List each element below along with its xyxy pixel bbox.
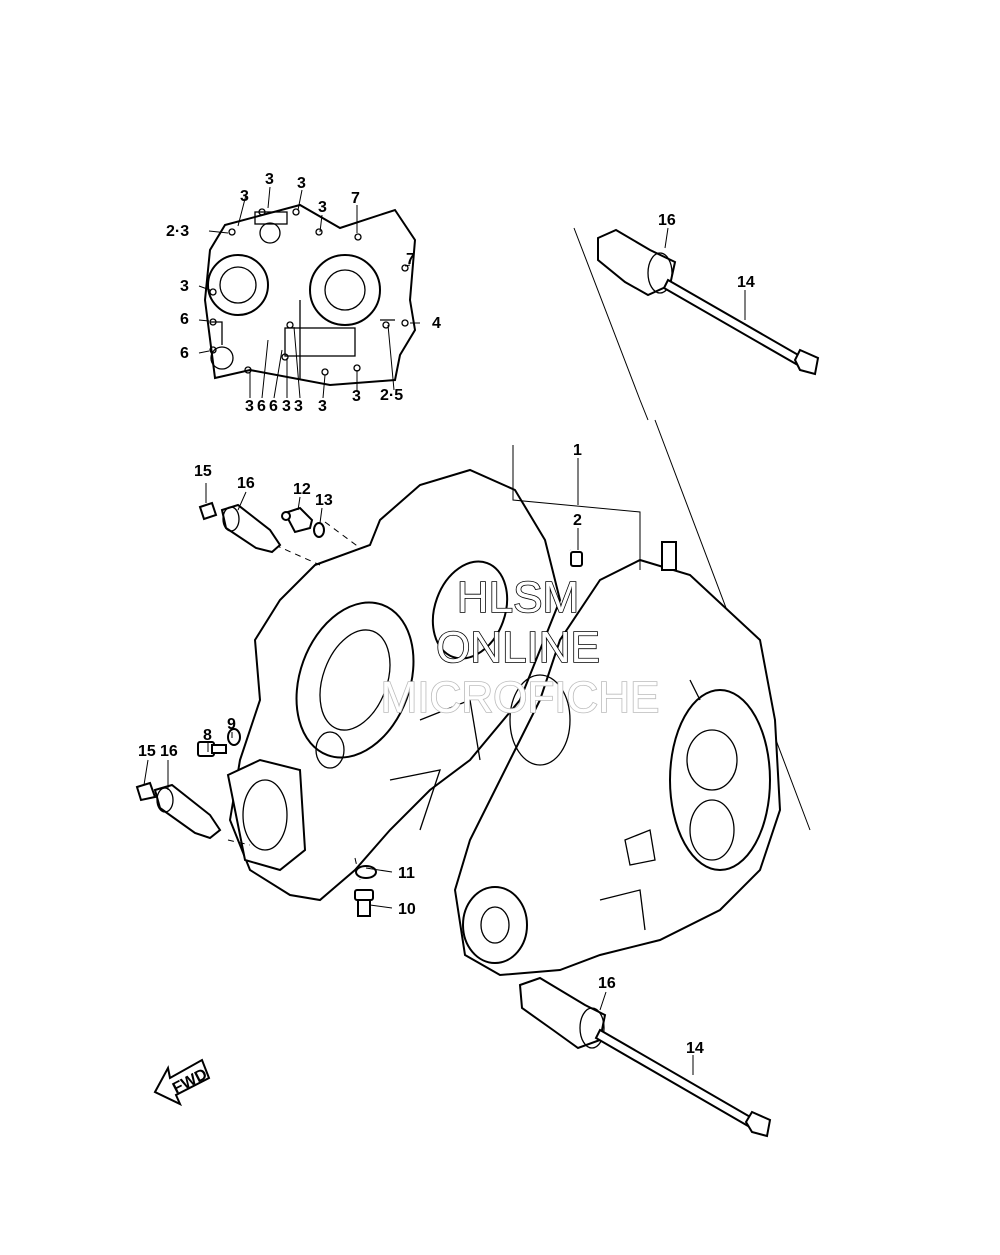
dowel-sleeve-16-upper [220,503,282,554]
callout-16-lower-right: 16 [598,975,616,992]
inset-callout: 6 [269,398,278,415]
callout-15-lower: 15 [138,743,156,760]
washer-9 [227,728,241,746]
long-bolt-14-lower [594,1028,772,1138]
inset-callout: 3 [318,398,327,415]
drain-plug-10 [354,889,374,917]
dowel-sleeve-16-upper-right [597,228,677,297]
dowel-sleeve-16-lower [153,783,222,840]
oil-fitting [281,506,314,534]
inset-callout: 7 [351,190,360,207]
callout-2: 2 [573,512,582,529]
crankcase-left-half [226,468,562,902]
inset-callout: 2·3 [166,223,189,240]
callout-10: 10 [398,901,416,918]
inset-callout: 7 [406,251,415,268]
inset-callout: 4 [432,315,441,332]
callout-12: 12 [293,481,311,498]
callout-1: 1 [573,442,582,459]
long-bolt-14-upper [662,278,820,376]
crankcase-right-half [453,541,782,977]
callout-15-upper: 15 [194,463,212,480]
main-callouts: 1 2 8 9 10 11 12 13 14 14 15 15 16 16 16… [138,212,755,1057]
callout-11: 11 [398,865,415,882]
inset-callout: 3 [318,199,327,216]
bolt-8 [197,741,227,757]
inset-callout: 6 [257,398,266,415]
inset-callout: 3 [240,188,249,205]
leader-lines [143,227,746,1075]
dowel-pin [570,551,583,567]
inset-callout: 6 [180,345,189,362]
callout-13: 13 [315,492,333,509]
callout-8: 8 [203,727,212,744]
callout-14-lower: 14 [686,1040,704,1057]
callout-9: 9 [227,716,236,733]
dowel-sleeve-16-lower-right [518,976,607,1050]
callout-16-upper-right: 16 [658,212,676,229]
callout-14-upper: 14 [737,274,755,291]
inset-callout: 3 [180,278,189,295]
inset-callout: 3 [297,175,306,192]
fwd-arrow-icon: FWD [153,1058,211,1107]
inset-callout: 3 [282,398,291,415]
inset-callout: 3 [352,388,361,405]
callout-16-lower-left: 16 [160,743,178,760]
watermark: HLSM ONLINE MICROFICHE [380,572,660,723]
inset-callout: 2·5 [380,387,403,404]
callout-16-upper-left: 16 [237,475,255,492]
inset-callout: 3 [265,171,274,188]
sealing-washer [313,522,325,538]
watermark-line-3: MICROFICHE [381,673,660,722]
gasket-11 [355,865,377,879]
watermark-line-2: ONLINE [436,623,600,672]
nut-15-lower [135,781,157,802]
inset-callout: 6 [180,311,189,328]
inset-callouts: 3 3 3 3 7 2·3 3 6 6 7 4 3 6 6 3 3 3 3 2·… [166,171,441,415]
inset-callout: 3 [294,398,303,415]
nut-15-upper [198,501,218,521]
watermark-line-1: HLSM [457,573,579,622]
inset-callout: 3 [245,398,254,415]
inset-crankcase-view [198,186,420,399]
